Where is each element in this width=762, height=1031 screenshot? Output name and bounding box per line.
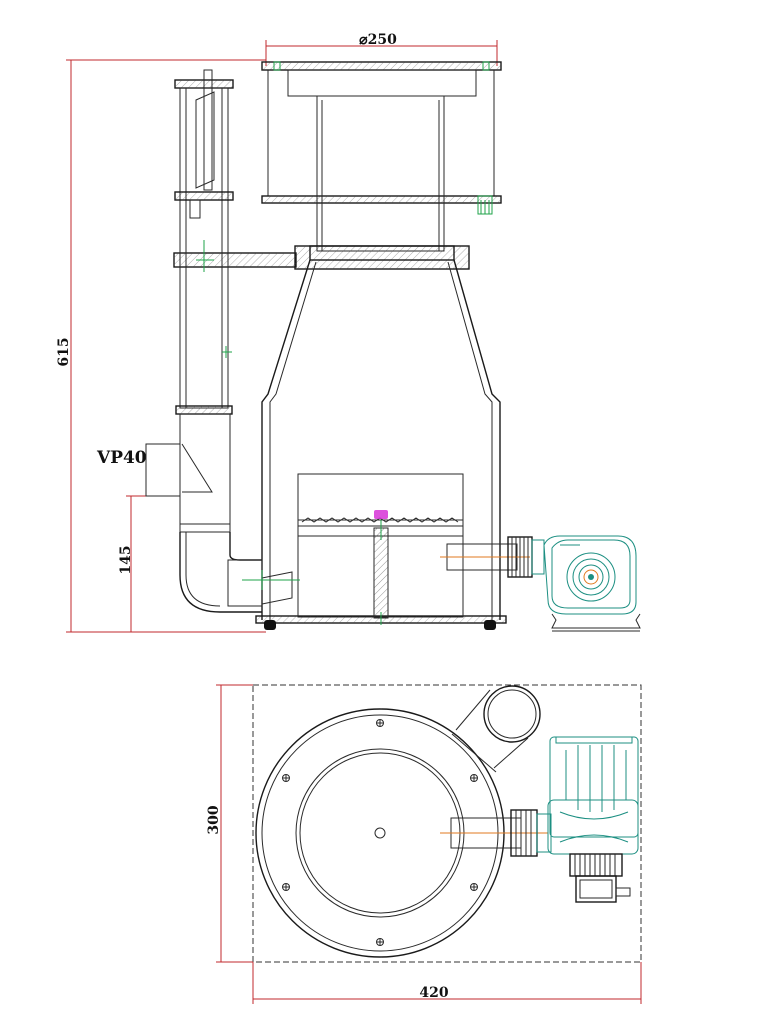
riser-tube <box>316 95 445 252</box>
side-tube-top <box>451 685 541 773</box>
dimension-inlet-height: 145 <box>118 495 180 632</box>
width-label: 420 <box>419 985 448 1001</box>
side-view: ⌀250 615 145 VP40 <box>56 32 641 633</box>
pump <box>543 535 641 632</box>
total-height-label: 615 <box>56 337 72 366</box>
top-view: 300 420 <box>206 684 642 1004</box>
valve-icon <box>374 510 388 519</box>
dimension-top-diameter: ⌀250 <box>265 32 498 66</box>
pump-inlet-pipe <box>440 536 545 578</box>
inlet-height-label: 145 <box>118 545 134 574</box>
footprint-outline <box>252 684 642 963</box>
pump-model-label: VP40 <box>96 448 147 468</box>
dimension-depth: 300 <box>206 684 253 963</box>
top-diameter-label: ⌀250 <box>359 32 397 48</box>
diffuser-chamber <box>297 473 464 625</box>
middle-flange <box>173 240 470 272</box>
return-tube <box>145 69 300 613</box>
depth-label: 300 <box>206 805 222 834</box>
inlet-pipe-top <box>440 809 552 857</box>
collection-cup <box>261 61 502 215</box>
pump-top <box>547 736 639 903</box>
dimension-width: 420 <box>252 962 642 1004</box>
dimension-total-height: 615 <box>56 59 266 633</box>
